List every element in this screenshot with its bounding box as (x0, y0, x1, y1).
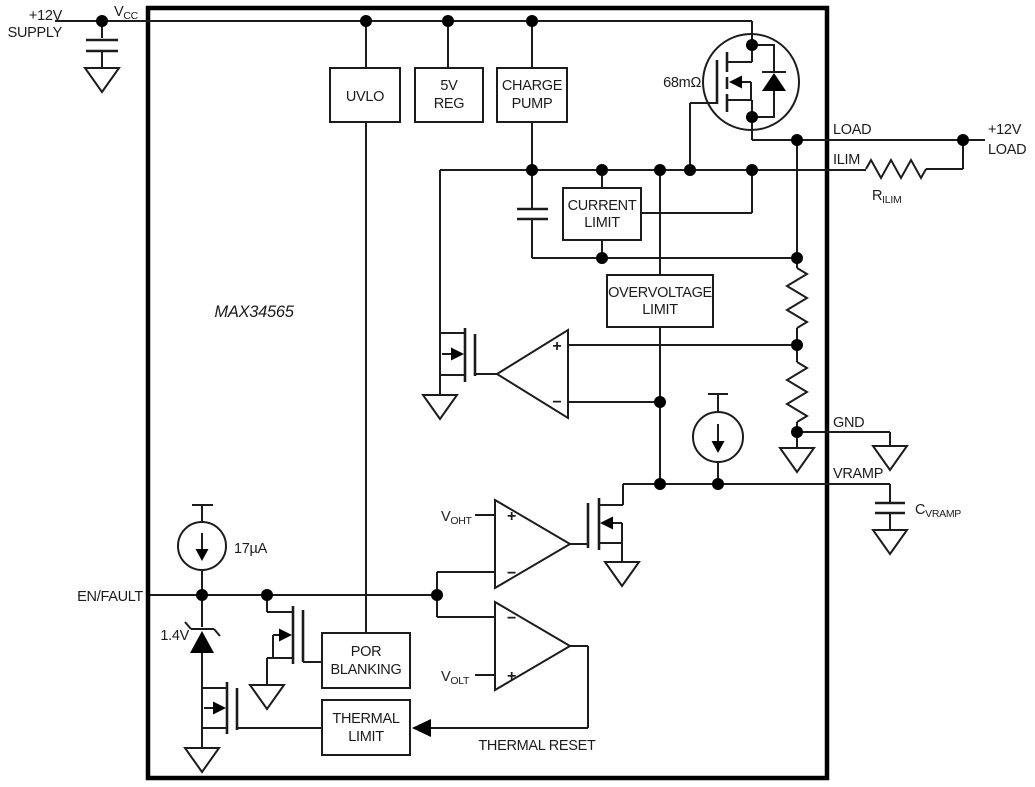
load12-label-line1: +12V (988, 122, 1022, 138)
vcc-pin-label: VCC (114, 4, 139, 22)
ramp-current-source (692, 411, 744, 463)
svg-text:−: − (552, 394, 561, 411)
ground-symbol (183, 747, 221, 774)
enfault-pin-label: EN/FAULT (77, 589, 143, 605)
voht-comparator: + − (494, 498, 572, 590)
uvlo-label: UVLO (346, 89, 384, 105)
ov-gate-pulldown-mosfet (440, 328, 497, 382)
thermal-reset-label: THERMAL RESET (478, 738, 596, 754)
svg-text:LIMIT: LIMIT (584, 215, 620, 231)
cvramp-label: CVRAMP (915, 502, 961, 520)
zener-diode-1v4 (184, 621, 221, 653)
svg-text:5V: 5V (440, 78, 458, 94)
svg-text:LIMIT: LIMIT (642, 302, 678, 318)
svg-text:−: − (507, 610, 516, 627)
divider-resistor-bottom (785, 361, 809, 423)
ground-symbol (421, 394, 459, 421)
charge-pump-block: CHARGE PUMP (496, 67, 568, 123)
ground-symbols (83, 67, 909, 774)
ground-symbol (871, 445, 909, 472)
part-number-label: MAX34565 (214, 303, 294, 321)
volt-comparator: − + (494, 600, 572, 692)
svg-text:CHARGE: CHARGE (502, 78, 563, 94)
uvlo-block: UVLO (329, 67, 401, 123)
ic-border (145, 5, 830, 781)
divider-resistor-top (785, 267, 809, 329)
por-pulldown-mosfet (266, 595, 322, 685)
vramp-pin-label: VRAMP (833, 466, 883, 482)
svg-text:PUMP: PUMP (512, 96, 553, 112)
svg-text:+: + (552, 338, 561, 355)
thermal-limit-block: THERMAL LIMIT (321, 699, 411, 756)
svg-text:LIMIT: LIMIT (348, 729, 384, 745)
cvramp-capacitor (875, 501, 905, 515)
rilim-resistor (865, 157, 927, 181)
svg-text:CURRENT: CURRENT (568, 198, 637, 214)
rilim-label: RILIM (872, 188, 901, 206)
load12-label-line2: LOAD (988, 142, 1026, 158)
svg-text:−: − (507, 565, 516, 582)
svg-text:BLANKING: BLANKING (331, 662, 402, 678)
current-limit-block: CURRENT LIMIT (562, 187, 642, 241)
thermal-reset-arrow (412, 719, 431, 737)
body-diode (752, 44, 786, 118)
voht-label: VOHT (441, 509, 473, 527)
svg-text:OVERVOLTAGE: OVERVOLTAGE (608, 285, 712, 301)
mosfet-body-arrow (729, 75, 742, 89)
volt-label: VOLT (441, 669, 470, 687)
rds-on-label: 68mΩ (663, 75, 701, 91)
charge-pump-capacitor (517, 207, 548, 221)
vzener-label: 1.4V (160, 628, 189, 644)
5v-regulator-block: 5V REG (414, 67, 484, 123)
pass-mosfet (690, 33, 800, 131)
ground-symbol (778, 447, 816, 474)
ground-symbol (83, 67, 121, 94)
gnd-pin-label: GND (833, 415, 864, 431)
svg-text:POR: POR (351, 644, 382, 660)
load-pin-label: LOAD (833, 122, 871, 138)
overvoltage-limit-block: OVERVOLTAGE LIMIT (606, 274, 714, 328)
vramp-switch-mosfet (586, 484, 624, 562)
ground-symbol (248, 684, 286, 711)
current-source-17ua (177, 521, 227, 571)
ground-symbol (871, 529, 909, 556)
ov-comparator: + − (495, 328, 569, 420)
supply-label-line1: +12V (29, 8, 63, 24)
ilim-pin-label: ILIM (833, 152, 860, 168)
vcc-bypass-capacitor (86, 38, 118, 53)
svg-text:REG: REG (434, 96, 465, 112)
iref-label: 17µA (234, 541, 268, 557)
supply-label-line2: SUPPLY (8, 25, 63, 41)
por-blanking-block: POR BLANKING (321, 632, 411, 689)
ground-symbol (603, 561, 641, 588)
thermal-pulldown-mosfet (201, 682, 322, 748)
svg-text:+: + (507, 668, 516, 685)
svg-text:+: + (507, 508, 516, 525)
svg-text:THERMAL: THERMAL (332, 711, 399, 727)
junction-dots (96, 15, 969, 601)
